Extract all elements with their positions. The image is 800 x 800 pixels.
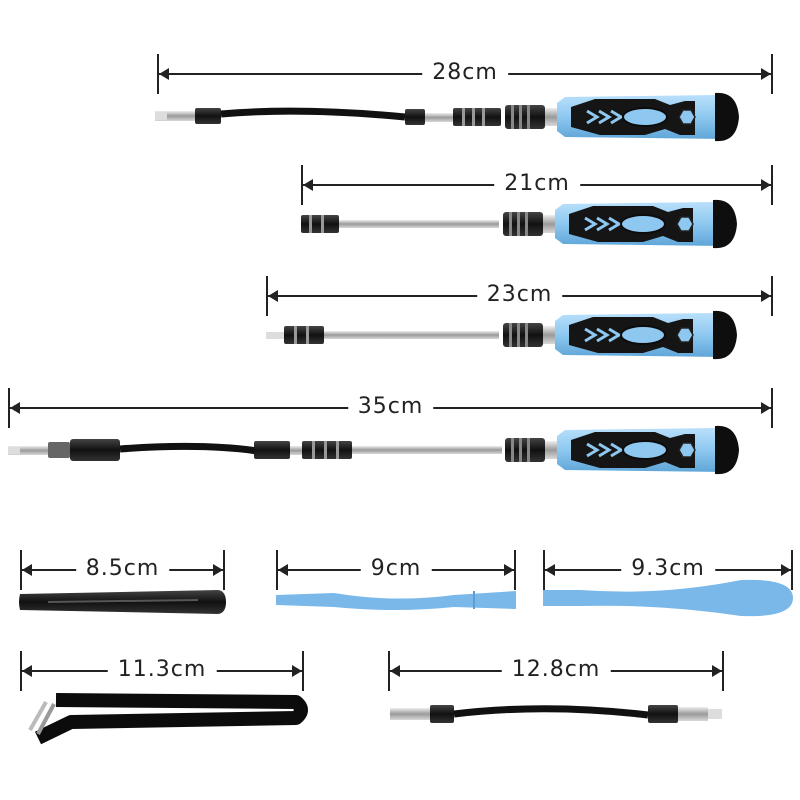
dimension-12-8cm: 12.8cm — [388, 651, 724, 691]
dimension-35cm: 35cm — [8, 388, 773, 428]
dimension-28cm: 28cm — [157, 54, 773, 94]
blue-spudger — [276, 591, 516, 610]
dimension-11-3cm: 11.3cm — [20, 651, 304, 691]
dimension-9-3cm: 9.3cm — [543, 550, 793, 590]
dimension-label: 8.5cm — [75, 554, 170, 584]
screwdriver-23cm — [266, 309, 739, 361]
flex-shaft-screwdriver-28cm — [155, 91, 741, 143]
dimension-9cm: 9cm — [276, 550, 516, 590]
dimension-label: 28cm — [422, 58, 508, 88]
flex-shaft-extension — [390, 705, 722, 723]
tweezers — [28, 693, 308, 745]
dimension-label: 9.3cm — [621, 554, 715, 584]
dimension-label: 23cm — [476, 280, 563, 310]
dimension-label: 11.3cm — [107, 655, 217, 685]
black-spudger — [19, 590, 226, 614]
dimension-21cm: 21cm — [301, 165, 773, 205]
dimension-8-5cm: 8.5cm — [20, 550, 225, 590]
screwdriver-21cm — [301, 198, 739, 250]
flex-shaft-screwdriver-35cm — [8, 424, 741, 476]
dimension-label: 21cm — [494, 169, 580, 199]
dimension-label: 12.8cm — [501, 655, 611, 685]
dimension-label: 9cm — [360, 554, 432, 584]
dimension-23cm: 23cm — [266, 276, 773, 316]
dimension-label: 35cm — [347, 392, 434, 422]
blue-pry-tool — [543, 579, 793, 617]
